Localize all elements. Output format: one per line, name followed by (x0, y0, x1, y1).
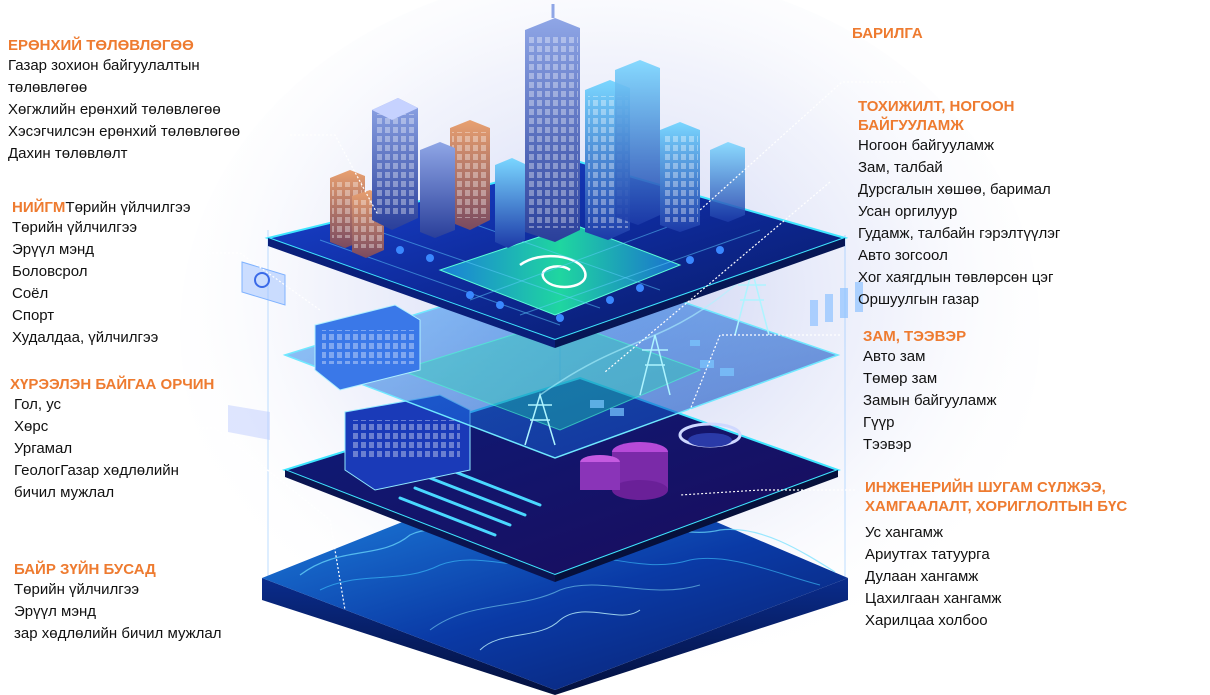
engineering-title-line2: ХАМГААЛАЛТ, ХОРИГЛОЛТЫН БҮС (865, 498, 1128, 515)
transport-item: Авто зам (863, 348, 926, 365)
transport-item: Гүүр (863, 414, 895, 431)
hologram-panels (228, 261, 863, 440)
landscaping-item: Ногоон байгууламж (858, 137, 995, 154)
engineering-item: Ариутгах татуурга (865, 546, 990, 563)
pipeline-layer (281, 376, 841, 582)
landscaping-item: Гудамж, талбайн гэрэлтүүлэг (858, 225, 1061, 242)
general-plan-item: Хөгжлийн ерөнхий төлөвлөгөө (8, 101, 221, 118)
landscaping-item: Авто зогсоол (858, 247, 948, 264)
other-item: Эрүүл мэнд (14, 603, 97, 620)
landscaping-title-line2: БАЙГУУЛАМЖ (858, 117, 964, 134)
social-item: Боловсрол (12, 263, 88, 280)
transport-item: Замын байгууламж (863, 392, 997, 409)
landscaping-group: ТОХИЖИЛТ, НОГООН БАЙГУУЛАМЖ Ногоон байгу… (858, 97, 1060, 311)
landscaping-item: Зам, талбай (858, 159, 943, 176)
other-title: БАЙР ЗҮЙН БУСАД (14, 561, 156, 578)
social-group: НИЙГМТөрийн үйлчилгээ Төрийн үйлчилгээ Э… (12, 198, 191, 349)
general-plan-item: төлөвлөгөө (8, 79, 88, 96)
engineering-group: ИНЖЕНЕРИЙН ШУГАМ СҮЛЖЭЭ, ХАМГААЛАЛТ, ХОР… (865, 478, 1127, 632)
environment-title: ХҮРЭЭЛЭН БАЙГАА ОРЧИН (10, 376, 215, 393)
social-item: Худалдаа, үйлчилгээ (12, 329, 159, 346)
engineering-item: Ус хангамж (865, 524, 943, 541)
engineering-item: Цахилгаан хангамж (865, 590, 1002, 607)
general-plan-group: ЕРӨНХИЙ ТӨЛӨВЛӨГӨӨ Газар зохион байгуула… (8, 36, 240, 165)
building-title: БАРИЛГА (852, 25, 923, 42)
transport-group: ЗАМ, ТЭЭВЭР Авто зам Төмөр зам Замын бай… (863, 327, 997, 456)
engineering-title-line1: ИНЖЕНЕРИЙН ШУГАМ СҮЛЖЭЭ, (865, 479, 1106, 496)
landscaping-item: Хог хаягдлын төвлөрсөн цэг (858, 269, 1054, 286)
power-pylon-icon (524, 267, 770, 446)
engineering-item: Харилцаа холбоо (865, 612, 988, 629)
general-plan-title: ЕРӨНХИЙ ТӨЛӨВЛӨГӨӨ (8, 37, 194, 54)
transport-title: ЗАМ, ТЭЭВЭР (863, 328, 967, 345)
social-item: Төрийн үйлчилгээ (12, 219, 138, 236)
landscaping-item: Оршуулгын газар (858, 291, 980, 308)
social-title-suffix: Төрийн үйлчилгээ (65, 199, 191, 216)
other-group: БАЙР ЗҮЙН БУСАД Төрийн үйлчилгээ Эрүүл м… (14, 560, 222, 645)
social-item: Эрүүл мэнд (12, 241, 95, 258)
environment-item: ГеологГазар хөдлөлийн (14, 462, 179, 479)
landscaping-item: Дурсгалын хөшөө, баримал (858, 181, 1051, 198)
leader-lines (190, 81, 905, 611)
environment-item: Ургамал (14, 440, 73, 457)
transport-layer (282, 264, 841, 459)
terrain-layer (262, 515, 848, 695)
social-title: НИЙГМ (12, 199, 66, 216)
other-item: Төрийн үйлчилгээ (14, 581, 140, 598)
building-group: БАРИЛГА (852, 24, 923, 43)
environment-item: Хөрс (14, 418, 49, 435)
social-item: Соёл (12, 285, 49, 302)
environment-item: бичил мужлал (14, 484, 115, 501)
other-item: зар хөдлөлийн бичил мужлал (14, 625, 222, 642)
general-plan-item: Хэсэгчилсэн ерөнхий төлөвлөгөө (8, 123, 241, 140)
social-item: Спорт (12, 307, 55, 324)
landscaping-title-line1: ТОХИЖИЛТ, НОГООН (858, 98, 1015, 115)
engineering-item: Дулаан хангамж (865, 568, 979, 585)
storage-tank-icon (580, 422, 742, 500)
pipeline-icon (398, 466, 542, 537)
city-skyline-icon (330, 4, 745, 258)
environment-item: Гол, ус (14, 396, 62, 413)
landscaping-item: Усан оргилуур (858, 203, 958, 220)
transport-item: Төмөр зам (863, 370, 938, 387)
general-plan-item: Дахин төлөвлөлт (8, 145, 128, 162)
environment-group: ХҮРЭЭЛЭН БАЙГАА ОРЧИН Гол, ус Хөрс Ургам… (10, 375, 214, 504)
transport-item: Тээвэр (863, 436, 912, 453)
general-plan-item: Газар зохион байгуулалтын (8, 57, 200, 74)
